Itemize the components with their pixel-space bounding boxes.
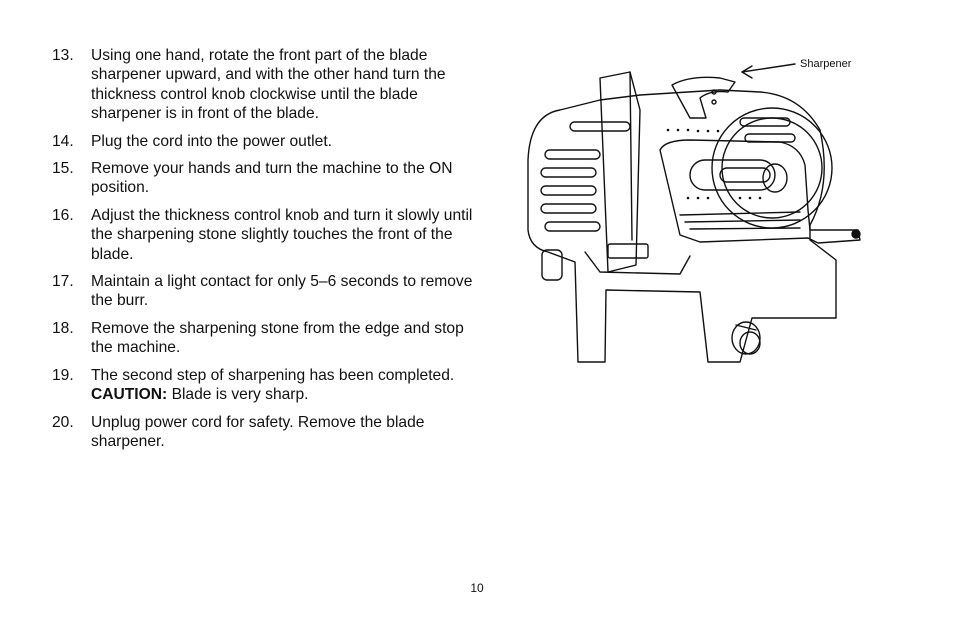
step-13: 13. Using one hand, rotate the front par… — [52, 46, 482, 124]
step-text: Maintain a light contact for only 5–6 se… — [91, 273, 473, 310]
step-text: Adjust the thickness control knob and tu… — [91, 206, 473, 263]
carriage-arm — [659, 139, 861, 244]
arrow-left-icon — [741, 63, 796, 79]
housing-vents — [540, 117, 796, 232]
housing-dots — [666, 128, 762, 200]
instruction-list: 13. Using one hand, rotate the front par… — [52, 46, 482, 459]
step-number: 15. — [52, 160, 74, 178]
bottom-knob — [731, 321, 761, 355]
step-20: 20. Unplug power cord for safety. Remove… — [52, 413, 482, 452]
step-19: 19. The second step of sharpening has be… — [52, 366, 482, 405]
page-number: 10 — [470, 581, 484, 595]
step-text-tail: Blade is very sharp. — [167, 386, 309, 404]
step-text: The second step of sharpening has been c… — [91, 366, 482, 405]
slicer-housing — [527, 89, 837, 363]
step-text-main: The second step of sharpening has been c… — [91, 366, 455, 384]
step-text: Remove your hands and turn the machine t… — [91, 160, 453, 197]
thickness-plate — [599, 71, 641, 273]
step-number: 19. — [52, 366, 74, 384]
step-number: 18. — [52, 319, 74, 337]
step-17: 17. Maintain a light contact for only 5–… — [52, 272, 482, 311]
step-number: 14. — [52, 132, 74, 150]
step-15: 15. Remove your hands and turn the machi… — [52, 159, 482, 198]
side-knob — [541, 249, 563, 281]
step-18: 18. Remove the sharpening stone from the… — [52, 319, 482, 358]
thickness-knob — [762, 163, 788, 193]
step-16: 16. Adjust the thickness control knob an… — [52, 206, 482, 264]
sharpener-bracket — [671, 76, 736, 119]
step-number: 17. — [52, 273, 74, 291]
step-number: 20. — [52, 413, 74, 431]
slicer-illustration — [527, 63, 861, 363]
step-14: 14. Plug the cord into the power outlet. — [52, 132, 482, 151]
step-text: Remove the sharpening stone from the edg… — [91, 319, 464, 357]
step-number: 16. — [52, 206, 74, 224]
caution-label: CAUTION: — [91, 386, 168, 404]
step-text: Using one hand, rotate the front part of… — [91, 47, 446, 123]
step-text: Unplug power cord for safety. Remove the… — [91, 413, 425, 450]
tray-slots — [679, 211, 801, 230]
sharpener-callout-label: Sharpener — [800, 58, 852, 70]
base-panel — [584, 251, 691, 275]
step-text: Plug the cord into the power outlet. — [91, 132, 332, 150]
step-number: 13. — [52, 47, 74, 64]
